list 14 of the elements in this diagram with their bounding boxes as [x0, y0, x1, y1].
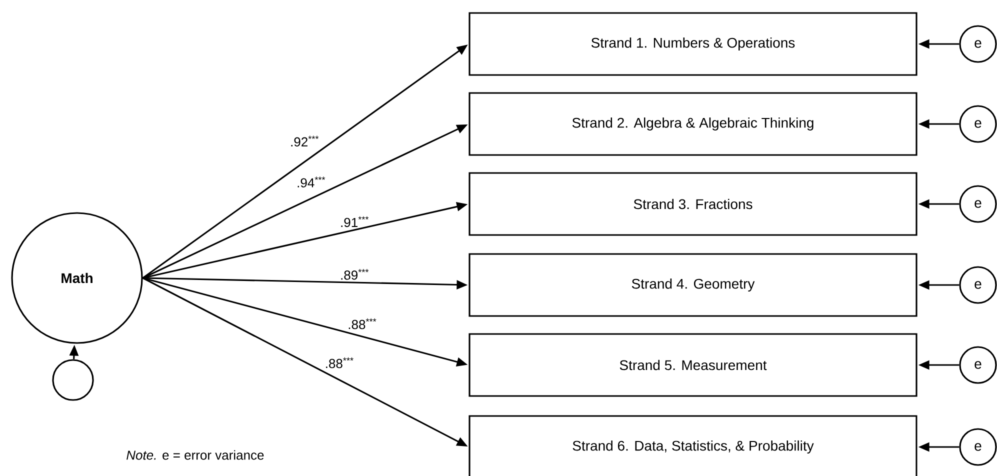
- edge-label: .89$^{***}$: [341, 269, 369, 280]
- indicator-box: Strand 6. Data, Statistics, & Probability: [468, 415, 918, 476]
- indicator-box: Strand 4. Geometry: [468, 253, 918, 317]
- indicator-box: Strand 1. Numbers & Operations: [468, 12, 918, 76]
- empty-circle: [52, 359, 94, 401]
- edge-label: .88$^{***}$: [348, 318, 376, 330]
- indicator-box: Strand 5. Measurement: [468, 333, 918, 397]
- edge-label: .92$^{***}$: [291, 136, 319, 146]
- edge-label: .94$^{***}$: [298, 176, 326, 188]
- indicator-box: Strand 3. Fractions: [468, 172, 918, 236]
- indicator-box: Strand 2. Algebra & Algebraic Thinking: [468, 92, 918, 156]
- edge-label: .91$^{***}$: [341, 216, 369, 228]
- edge-label: .88$^{***}$: [326, 357, 354, 368]
- note-text: Note. e = error variance: [126, 450, 264, 460]
